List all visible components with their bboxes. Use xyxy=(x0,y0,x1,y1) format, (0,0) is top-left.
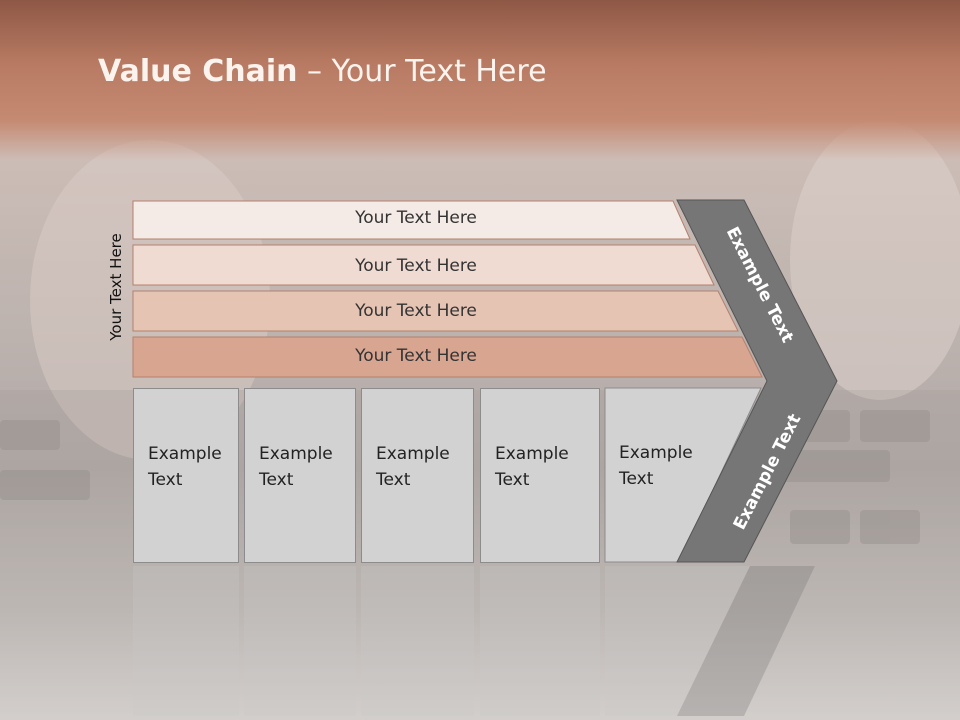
chevron-arrow xyxy=(676,199,838,563)
reflection-shapes xyxy=(133,566,815,716)
band-3 xyxy=(132,290,739,332)
reflection xyxy=(0,566,960,716)
band-4 xyxy=(132,336,763,378)
title-bold: Value Chain xyxy=(98,54,298,89)
band-1 xyxy=(132,200,691,240)
band-2-label: Your Text Here xyxy=(355,256,477,276)
header-band xyxy=(0,0,960,160)
band-2 xyxy=(132,244,715,286)
band-3-label: Your Text Here xyxy=(355,301,477,321)
band-1-label: Your Text Here xyxy=(355,208,477,228)
title-rest: – Your Text Here xyxy=(297,54,547,89)
slide-title: Value Chain – Your Text Here xyxy=(98,54,547,89)
band-4-label: Your Text Here xyxy=(355,346,477,366)
